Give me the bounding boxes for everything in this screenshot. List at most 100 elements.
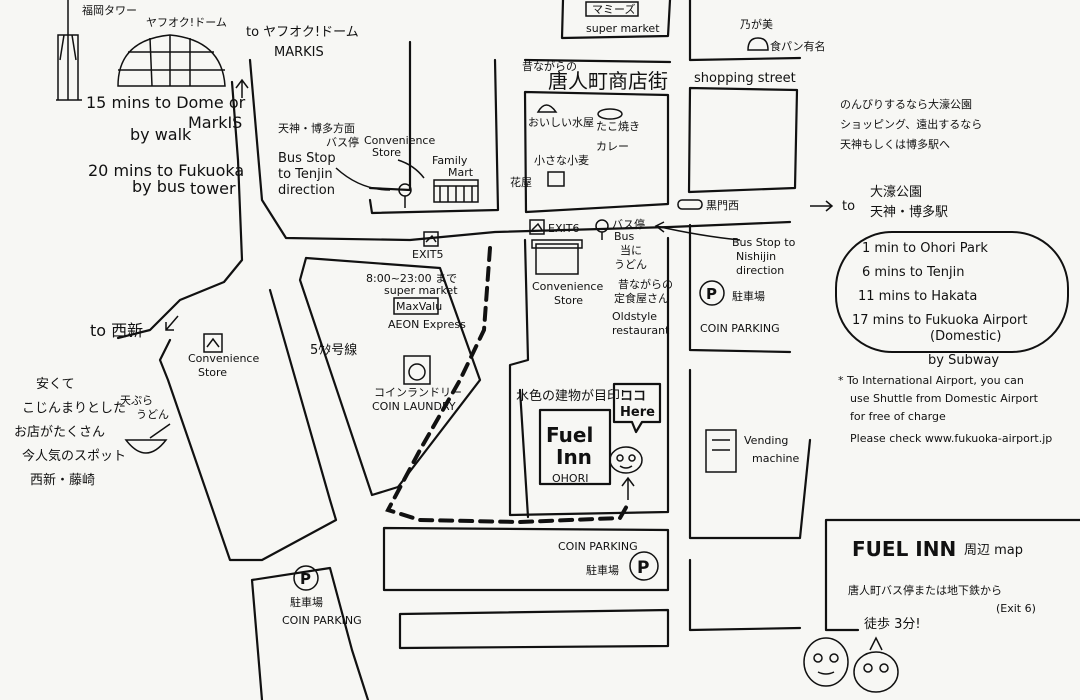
bus-label: Bus bbox=[614, 230, 635, 243]
block-fuel-inn-west bbox=[518, 388, 530, 519]
to-ohori-line1: 大濠公園 bbox=[870, 184, 922, 200]
exit6-label: EXIT6 bbox=[548, 222, 579, 235]
right-note-3: 天神もしくは博多駅へ bbox=[840, 137, 950, 151]
convenience-center-line2: Store bbox=[554, 294, 583, 307]
walking-route bbox=[385, 246, 630, 525]
airport-note-1: * To International Airport, you can bbox=[838, 374, 1024, 387]
hanaya-label: 花屋 bbox=[510, 176, 532, 189]
exit5-label: EXIT5 bbox=[412, 248, 443, 261]
street-small-jp: 昔ながらの bbox=[522, 59, 577, 73]
block-maxvalu bbox=[298, 256, 482, 497]
airport-note-3: for free of charge bbox=[850, 410, 946, 423]
dome-walk-line3: by walk bbox=[130, 125, 192, 144]
convenience-top-line1: Convenience bbox=[364, 134, 435, 147]
washing-machine-icon bbox=[403, 355, 431, 385]
block-bottom-right bbox=[688, 558, 802, 632]
udon-line6: restaurant bbox=[612, 324, 670, 337]
route-label: 5ｹﾀ号線 bbox=[310, 342, 357, 358]
tower-bus-line3: by bus bbox=[132, 177, 185, 196]
mamies-sign bbox=[585, 1, 639, 17]
to-dome-label: to ヤフオク!ドーム bbox=[246, 25, 359, 40]
convenience-top-line2: Store bbox=[372, 146, 401, 159]
left-note-1: 安くて bbox=[36, 377, 75, 392]
block-family-mart-upper bbox=[368, 40, 412, 192]
coin-parking-left-jp: 駐車場 bbox=[290, 595, 323, 609]
coin-parking-center-en: COIN PARKING bbox=[558, 540, 638, 553]
to-ohori-prefix: to bbox=[842, 199, 855, 214]
parking-center-symbol: P bbox=[637, 558, 649, 578]
tenpura-line1: 天ぷら bbox=[120, 394, 153, 407]
subway-airport: 17 mins to Fukuoka Airport bbox=[852, 313, 1028, 328]
fukuoka-tower-label: 福岡タワー bbox=[82, 3, 137, 17]
tenpura-line2: うどん bbox=[136, 408, 169, 421]
bus-stop-nishijin-pointer bbox=[654, 221, 741, 241]
road-edge-north-main bbox=[248, 58, 792, 242]
family-mart-line2: Mart bbox=[448, 166, 474, 179]
fukuoka-tower-icon bbox=[56, 0, 82, 101]
street-blocks bbox=[116, 0, 812, 700]
markis-label: MARKIS bbox=[274, 45, 324, 60]
convenience-center-line1: Convenience bbox=[532, 280, 603, 293]
left-note-2: こじんまりとした bbox=[22, 401, 126, 416]
vending-line1: Vending bbox=[744, 434, 788, 447]
water-shop-icon bbox=[536, 104, 558, 113]
parking-left-symbol: P bbox=[300, 570, 311, 588]
fuel-inn-building bbox=[538, 408, 612, 486]
bus-stop-nishijin-line1: Bus Stop to bbox=[732, 236, 796, 249]
coin-parking-left-en: COIN PARKING bbox=[282, 614, 362, 627]
block-parking-right bbox=[688, 223, 792, 354]
dome-icon bbox=[117, 34, 226, 87]
here-arrow-icon bbox=[621, 476, 635, 500]
family-mart-pointer bbox=[397, 159, 425, 179]
right-note-1: のんびりするなら大濠公園 bbox=[840, 97, 972, 111]
coin-laundry-jp: コインランドリー bbox=[374, 386, 462, 399]
dome-label: ヤフオク!ドーム bbox=[146, 16, 227, 29]
left-note-5: 西新・藤崎 bbox=[30, 472, 95, 488]
convenience-left-line1: Convenience bbox=[188, 352, 259, 365]
block-mamies bbox=[560, 0, 672, 40]
tower-bus-line1: 20 mins to Fukuoka bbox=[88, 161, 244, 180]
udon-line5: Oldstyle bbox=[612, 310, 657, 323]
bus-stop-jp-label: バス停 bbox=[612, 217, 645, 231]
vending-machine-icon bbox=[705, 429, 737, 473]
block-toujinmachi-shops bbox=[523, 90, 670, 214]
maxvalu-hours: 8:00~23:00 まで bbox=[366, 272, 457, 285]
bus-stop-tenjin-jp2: バス停 bbox=[326, 135, 359, 149]
bus-stop-nishijin-line3: direction bbox=[736, 264, 784, 277]
takoyaki-icon bbox=[597, 108, 623, 120]
toujinmachi-street-label: 唐人町商店街 bbox=[548, 69, 668, 93]
nogami-label: 乃が美 bbox=[740, 17, 773, 31]
title-box bbox=[824, 518, 1080, 632]
parking-right-icon: P bbox=[699, 280, 725, 306]
exit5-subway-icon bbox=[423, 231, 439, 247]
to-nishijin-label: to 西新 bbox=[90, 321, 143, 340]
arrow-left-down-icon bbox=[165, 315, 179, 331]
fuel-inn-line2: Inn bbox=[556, 445, 592, 469]
block-left-convenience bbox=[158, 288, 338, 562]
bus-stop-exit6-icon bbox=[595, 219, 609, 240]
left-note-4: 今人気のスポット bbox=[22, 448, 126, 464]
right-note-2: ショッピング、遠出するなら bbox=[840, 117, 982, 131]
maxvalu-sign bbox=[393, 297, 439, 315]
maxvalu-name: MaxValu bbox=[396, 300, 442, 313]
kuromon-icon bbox=[677, 199, 703, 210]
left-note-3: お店がたくさん bbox=[14, 425, 105, 440]
bus-stop-tenjin-line3: direction bbox=[278, 183, 335, 198]
kuromonnishi-label: 黒門西 bbox=[706, 199, 739, 212]
mascot-pair-icon bbox=[803, 636, 899, 693]
curry-label: カレー bbox=[596, 140, 629, 153]
block-shopping-street-right bbox=[687, 0, 802, 194]
udon-line1: 当に bbox=[620, 243, 642, 257]
bus-stop-tenjin-line2: to Tenjin bbox=[278, 167, 333, 182]
here-en: Here bbox=[620, 405, 655, 420]
bus-stop-tenjin-pointer bbox=[335, 167, 391, 191]
shopping-street-label: shopping street bbox=[694, 71, 796, 86]
subway-by: by Subway bbox=[928, 353, 999, 368]
bus-stop-tenjin-line1: Bus Stop bbox=[278, 151, 336, 166]
bus-stop-nishijin-line2: Nishijin bbox=[736, 250, 776, 263]
nogami-sub: 食パン有名 bbox=[770, 39, 826, 53]
block-center-convenience bbox=[508, 236, 670, 517]
convenience-left-icon bbox=[203, 333, 223, 353]
udon-line4: 定食屋さん bbox=[614, 291, 669, 305]
